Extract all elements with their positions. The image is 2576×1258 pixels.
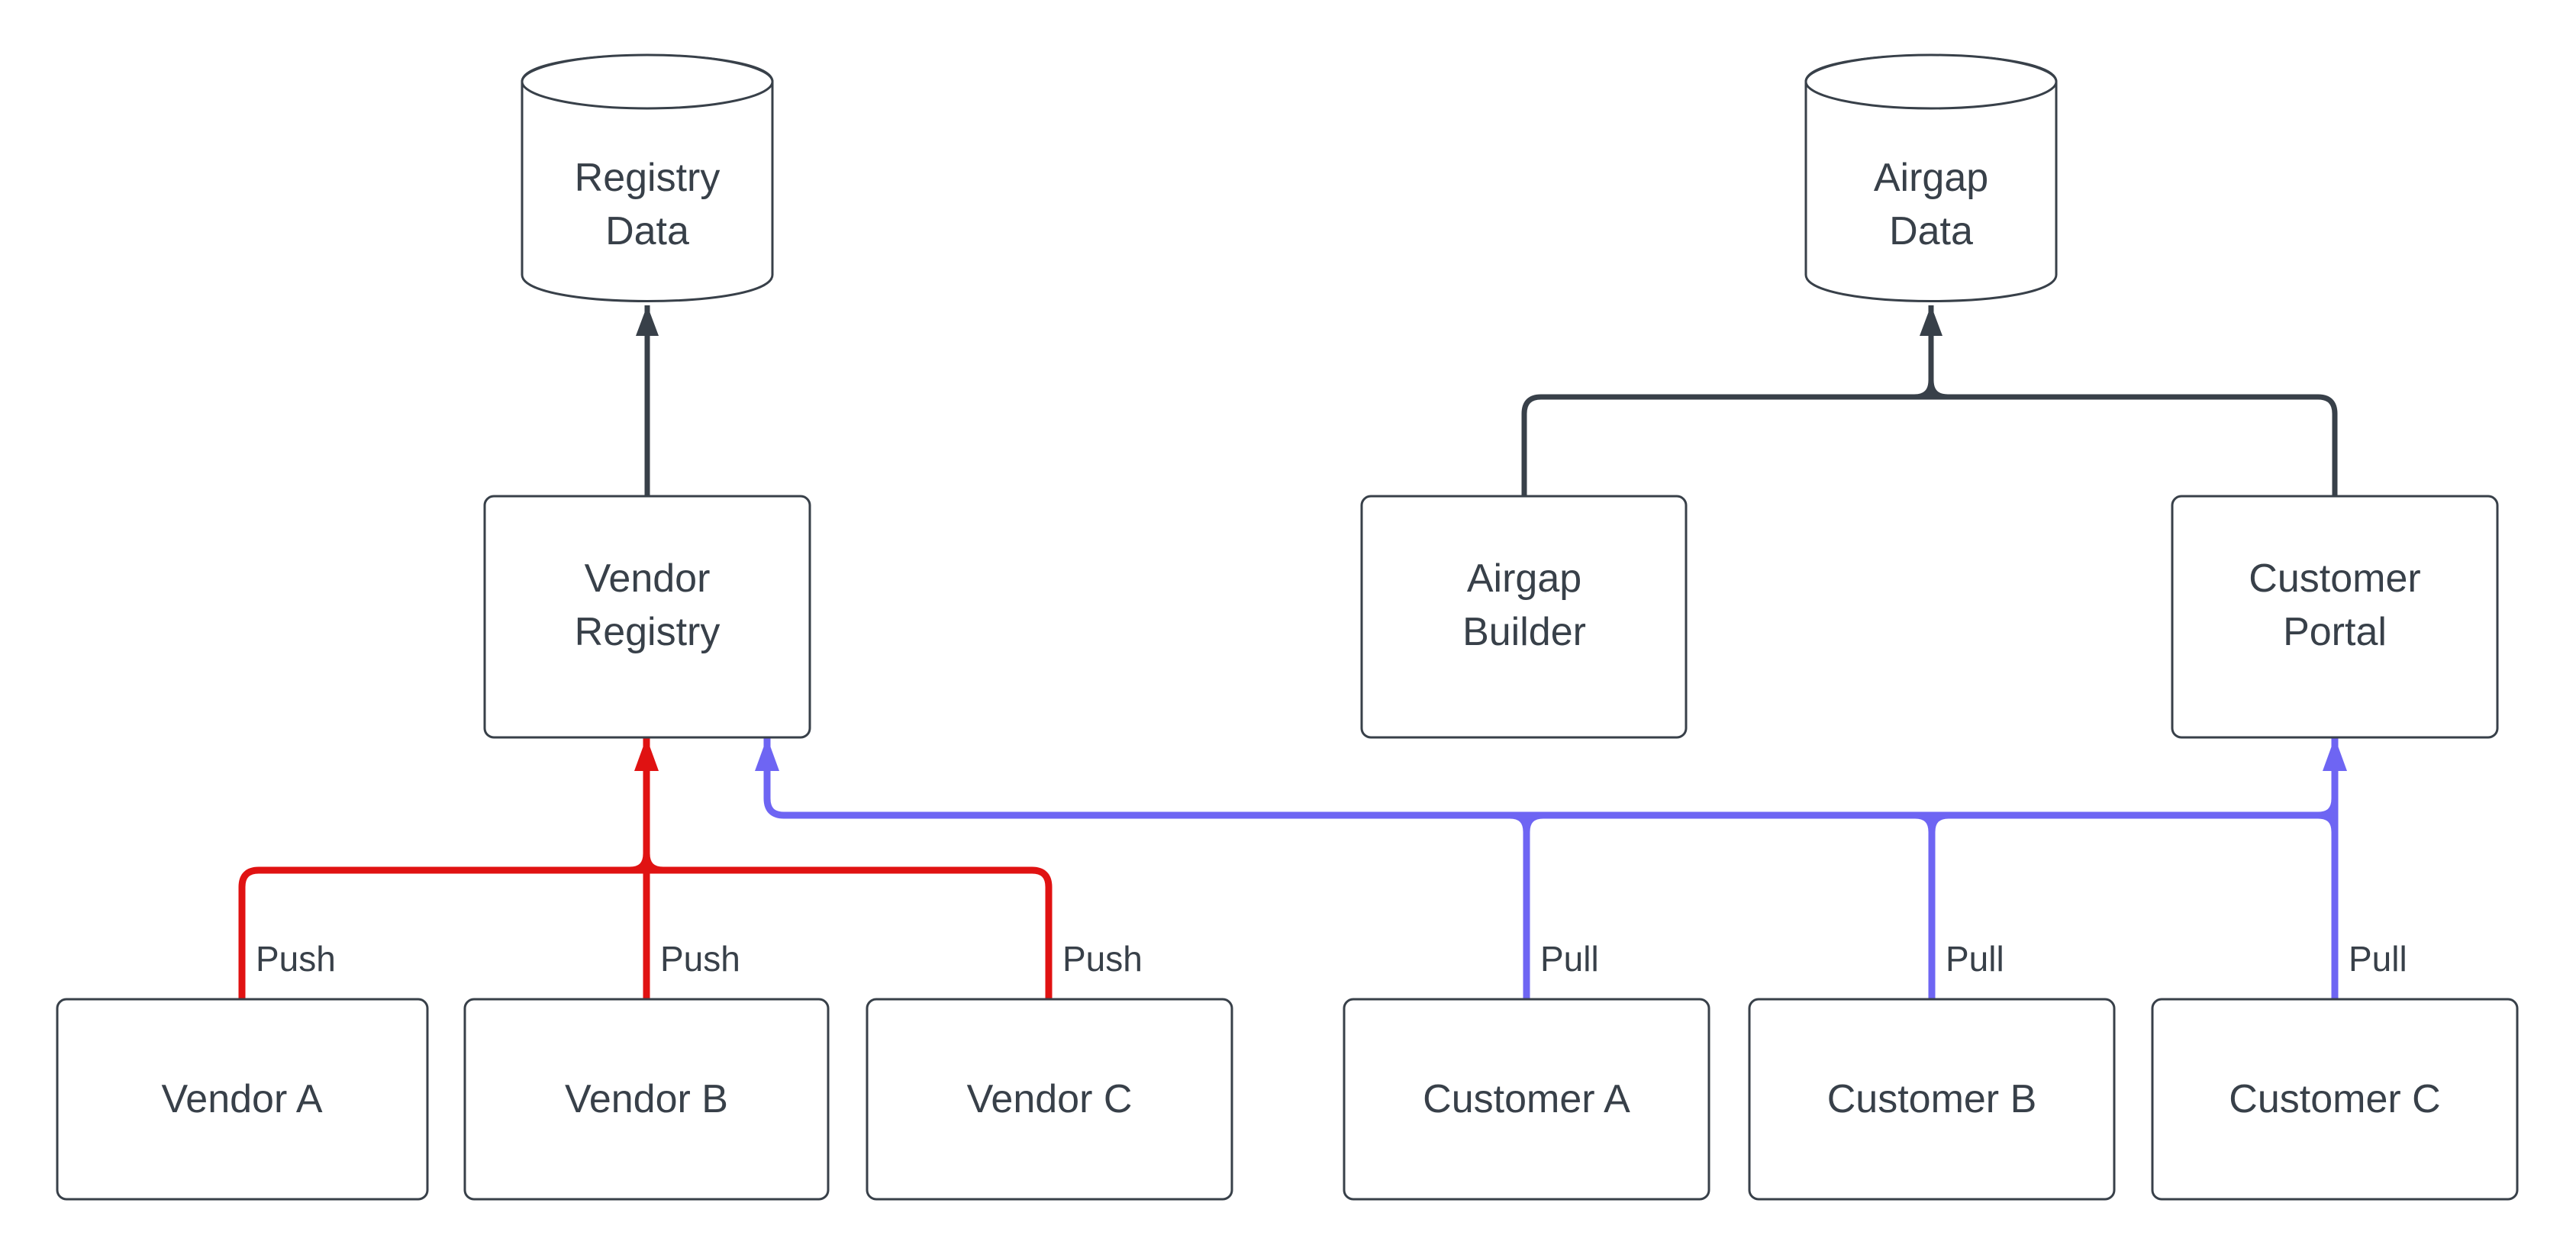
vendor-a-box [56, 998, 429, 1201]
registry-data-cylinder-top [521, 53, 774, 110]
node-customer-c: Customer C [2151, 998, 2519, 1201]
customer-c-box [2151, 998, 2519, 1201]
airgap-builder-box [1360, 495, 1688, 739]
airgap-builder-label-line1: Airgap [1467, 556, 1581, 601]
node-vendor-a: Vendor A [56, 998, 429, 1201]
node-registry-data: Registry Data [521, 53, 774, 302]
edge-junction-fillet [1913, 379, 1949, 400]
vendor-c-box [866, 998, 1233, 1201]
registry-data-label-line1: Registry [575, 156, 721, 200]
edge-airgap-builder-to-junction [1521, 394, 1931, 496]
pull-label-customer-a: Pull [1540, 939, 1599, 979]
node-vendor-b: Vendor B [463, 998, 830, 1201]
node-airgap-builder: Airgap Builder [1360, 495, 1688, 739]
node-vendor-c: Vendor C [866, 998, 1233, 1201]
airgap-data-cylinder-top [1804, 53, 2058, 110]
edge-pull-tee-fillet-b [1914, 811, 1949, 833]
registry-data-label-line2: Data [605, 209, 689, 253]
pull-label-customer-b: Pull [1946, 939, 2004, 979]
vendor-registry-label-line2: Registry [575, 610, 721, 654]
vendor-registry-label-line1: Vendor [585, 556, 711, 601]
edge-pull-bus-to-vendor-registry [755, 737, 2335, 819]
customer-a-box [1343, 998, 1710, 1201]
edge-pull-tee-fillet-a [1509, 811, 1544, 833]
edge-pull-tee-fillet-c [2317, 798, 2339, 833]
customer-b-box [1748, 998, 2116, 1201]
node-vendor-registry: Vendor Registry [483, 495, 811, 739]
airgap-data-label-line2: Data [1889, 209, 1973, 253]
vendor-c-label: Vendor C [967, 1077, 1133, 1121]
customer-b-label: Customer B [1827, 1077, 2037, 1121]
customer-portal-label-line1: Customer [2249, 556, 2420, 601]
node-customer-b: Customer B [1748, 998, 2116, 1201]
customer-c-label: Customer C [2229, 1077, 2440, 1121]
push-label-vendor-a: Push [256, 939, 336, 979]
node-airgap-data: Airgap Data [1804, 53, 2058, 302]
edge-customer-portal-to-junction [1931, 394, 2338, 496]
push-label-vendor-c: Push [1062, 939, 1143, 979]
customer-a-label: Customer A [1423, 1077, 1630, 1121]
edge-push-tee-fillet [629, 853, 664, 874]
customer-portal-label-line2: Portal [2283, 610, 2387, 654]
node-customer-a: Customer A [1343, 998, 1710, 1201]
vendor-b-box [463, 998, 830, 1201]
push-label-vendor-b: Push [660, 939, 740, 979]
airgap-data-label-line1: Airgap [1874, 156, 1988, 200]
airgap-builder-label-line2: Builder [1462, 610, 1586, 654]
pull-label-customer-c: Pull [2349, 939, 2407, 979]
node-customer-portal: Customer Portal [2171, 495, 2499, 739]
vendor-b-label: Vendor B [565, 1077, 728, 1121]
vendor-a-label: Vendor A [161, 1077, 322, 1121]
vendor-registry-box [483, 495, 811, 739]
customer-portal-box [2171, 495, 2499, 739]
